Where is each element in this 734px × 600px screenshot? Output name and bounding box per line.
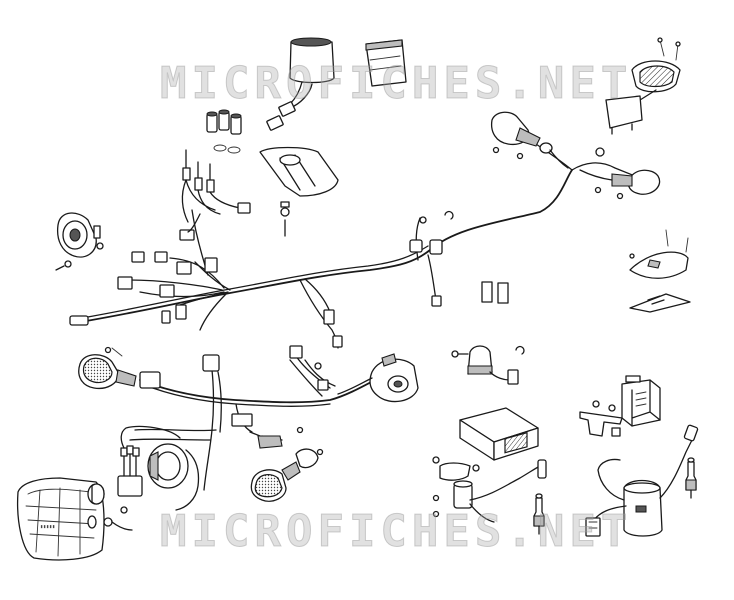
switch-sleeve <box>365 39 407 87</box>
horn <box>55 212 104 271</box>
ignition-coil-small <box>432 456 547 523</box>
svg-text:▮▮▮▮▮: ▮▮▮▮▮ <box>40 524 55 530</box>
license-plate-bracket <box>629 229 691 313</box>
spark-plug-right <box>685 457 697 499</box>
fuse-holders <box>179 109 251 241</box>
spark-plug-left <box>533 493 545 535</box>
tail-light <box>605 37 681 135</box>
ignition-mount-bracket <box>259 146 339 237</box>
cdi-unit <box>459 407 539 461</box>
relays <box>481 281 509 304</box>
starter-relay <box>579 400 623 437</box>
front-turn-signal-right <box>249 426 324 502</box>
rear-turn-signal-right <box>490 111 569 169</box>
ignition-coil-large <box>585 424 699 537</box>
ignition-switch <box>266 37 335 131</box>
headlight: ▮▮▮▮▮ <box>16 477 105 561</box>
handlebar-switch <box>337 353 419 403</box>
main-wiring-harness <box>69 139 646 349</box>
electronic-module <box>621 375 661 427</box>
rear-turn-signal-left <box>579 147 661 200</box>
front-turn-signal-left <box>78 346 161 390</box>
headlight-bulb-socket <box>87 425 200 531</box>
front-harness <box>129 345 376 491</box>
regulator <box>451 345 525 385</box>
